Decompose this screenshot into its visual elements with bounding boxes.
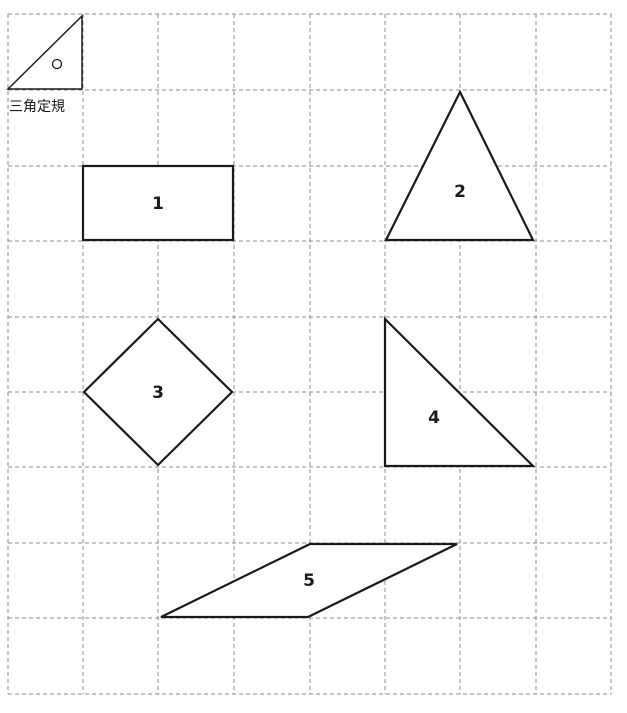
- shape-4-right-triangle: 4: [383, 316, 536, 468]
- parallelogram-outline: [160, 542, 458, 619]
- triangle-outline: [384, 89, 535, 242]
- rectangle-outline: [81, 164, 235, 242]
- right-triangle-outline: [383, 316, 536, 468]
- shape-5-label: 5: [303, 571, 315, 591]
- shape-3-square: 3: [82, 317, 234, 467]
- shape-5-parallelogram: 5: [160, 542, 458, 619]
- square-outline: [82, 317, 234, 467]
- shape-3-label: 3: [152, 383, 164, 403]
- shape-2-label: 2: [454, 182, 466, 202]
- shape-1-label: 1: [152, 194, 164, 214]
- shape-1-rectangle: 1: [81, 164, 235, 242]
- set-square-icon: [6, 14, 83, 90]
- set-square-legend: 三角定規: [6, 14, 83, 115]
- set-square-label: 三角定規: [9, 99, 65, 115]
- shape-4-label: 4: [428, 408, 440, 428]
- shape-2-triangle: 2: [384, 89, 535, 242]
- dashed-grid: [7, 13, 612, 695]
- set-square-hole-icon: [51, 58, 63, 70]
